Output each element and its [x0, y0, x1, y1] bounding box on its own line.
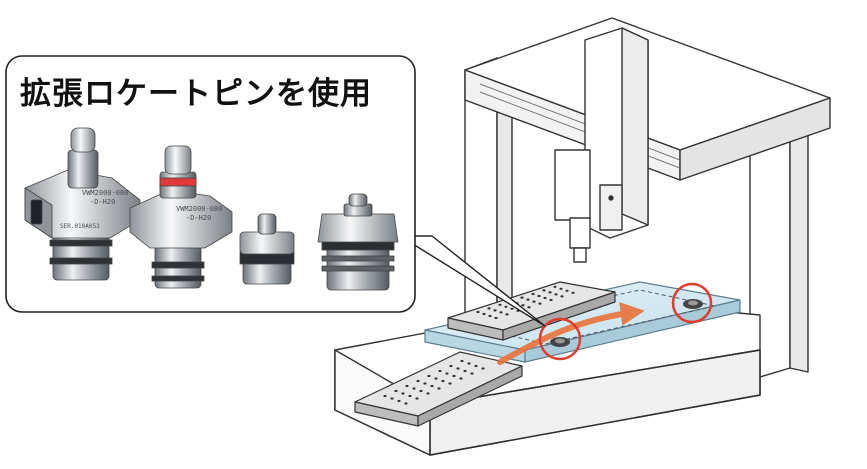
fixture-hole [549, 298, 553, 302]
fixture-hole [441, 379, 445, 383]
fixture-hole [405, 384, 409, 388]
fixture-hole [521, 304, 525, 307]
fixture-hole [505, 313, 509, 316]
fixture-hole [419, 389, 423, 393]
fixture-hole [463, 369, 467, 373]
fixture-hole [499, 311, 503, 314]
fixture-hole [553, 285, 557, 288]
locate-pin-icon-1 [24, 127, 141, 281]
fixture-hole [565, 289, 569, 292]
fixture-hole [510, 307, 514, 310]
fixture-hole [437, 387, 441, 390]
fixture-hole [481, 367, 485, 370]
fixture-hole [416, 379, 420, 383]
fixture-hole [423, 382, 427, 385]
fixture-hole [488, 314, 492, 318]
fixture-hole [548, 291, 552, 294]
fixture-hole [448, 382, 452, 385]
fixture-hole [559, 287, 563, 290]
fixture-plate-on-machine [447, 281, 616, 341]
fixture-hole [542, 289, 546, 292]
pin1-engraving-line2: -D-H20 [90, 198, 116, 206]
fixture-hole [493, 309, 497, 312]
pin2-engraving-line1: VWM2000-080 [176, 205, 223, 213]
fixture-hole [445, 372, 449, 375]
fixture-hole [560, 295, 564, 298]
fixture-hole [487, 307, 491, 310]
motion-arrow-icon [497, 302, 645, 365]
fixture-hole [527, 306, 531, 309]
fixture-hole [456, 367, 460, 370]
fixture-hole [554, 293, 558, 296]
fixture-hole [438, 369, 442, 373]
fixture-hole [498, 303, 502, 306]
fixture-hole [537, 294, 541, 298]
pin1-engraving-line3: SER.010A053 [60, 223, 100, 230]
locate-pin-spot-left [538, 317, 582, 361]
fixture-hole [434, 377, 438, 380]
fixture-hole [520, 296, 524, 299]
fixture-hole [538, 302, 542, 305]
pin1-engraving-line1: VWM2000-080 [82, 189, 129, 197]
fixture-hole [571, 291, 575, 294]
fixture-hole [459, 377, 463, 380]
fixture-hole [401, 392, 405, 395]
fixture-hole [504, 305, 508, 308]
fixture-hole [426, 392, 430, 395]
fixture-hole [394, 389, 398, 393]
fixture-hole [430, 384, 434, 388]
fixture-hole [470, 372, 474, 375]
fixture-hole [449, 364, 453, 368]
fixture-hole [408, 394, 412, 398]
fixture-hole [427, 374, 431, 378]
fixture-hole [532, 300, 536, 303]
fixture-hole [452, 374, 456, 378]
fixture-hole [543, 296, 547, 300]
fixture-hole [474, 364, 478, 368]
fixture-hole [482, 312, 486, 316]
fixture-hole [467, 362, 471, 365]
fixture-hole [383, 394, 387, 398]
fixture-hole [397, 399, 401, 403]
locate-pin-spot-right [671, 282, 713, 324]
fixture-plate-incoming [354, 351, 523, 427]
locate-pin-icon-2 [129, 145, 233, 289]
fixture-hole [494, 316, 498, 320]
locate-pin-icon-4 [317, 193, 399, 291]
fixture-hole [404, 402, 408, 405]
fixture-hole [531, 292, 535, 296]
pin2-engraving-line2: -D-H20 [186, 214, 212, 222]
callout-title: 拡張ロケートピンを使用 [20, 76, 372, 112]
fixture-hole [476, 310, 480, 314]
fixture-hole [415, 397, 419, 400]
fixture-hole [526, 298, 530, 301]
fixture-hole [460, 359, 464, 363]
fixture-hole [412, 387, 416, 390]
fixture-hole [390, 397, 394, 400]
locate-pin-icon-3 [239, 213, 295, 285]
